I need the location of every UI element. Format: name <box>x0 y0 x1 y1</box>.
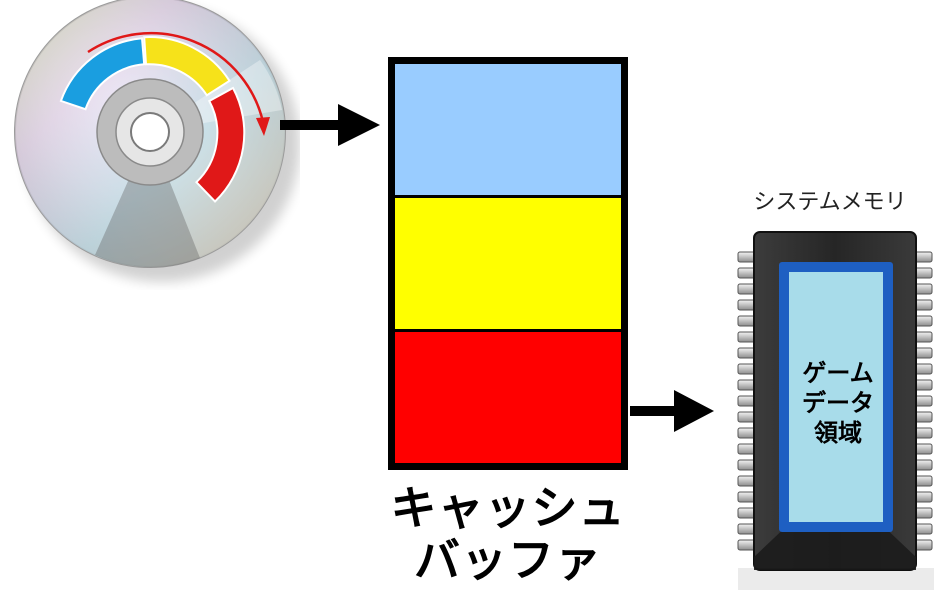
right-arrow-icon <box>280 98 382 152</box>
system-memory-title: システムメモリ <box>735 184 925 216</box>
buffer-segment-yellow <box>395 195 621 329</box>
buffer-segment-blue <box>395 64 621 195</box>
region-label-line3: 領域 <box>790 418 886 448</box>
game-data-region-label: ゲーム データ 領域 <box>790 358 886 448</box>
cache-buffer-label: キャッシュ バッファ <box>380 482 636 586</box>
optical-disc-icon <box>0 0 300 290</box>
cache-buffer-label-line1: キャッシュ <box>380 482 636 534</box>
region-label-line1: ゲーム <box>790 358 886 388</box>
region-label-line2: データ <box>790 388 886 418</box>
cache-buffer-label-line2: バッファ <box>380 534 636 586</box>
buffer-segment-red <box>395 329 621 463</box>
right-arrow-icon <box>630 388 716 434</box>
cache-buffer <box>388 57 628 470</box>
